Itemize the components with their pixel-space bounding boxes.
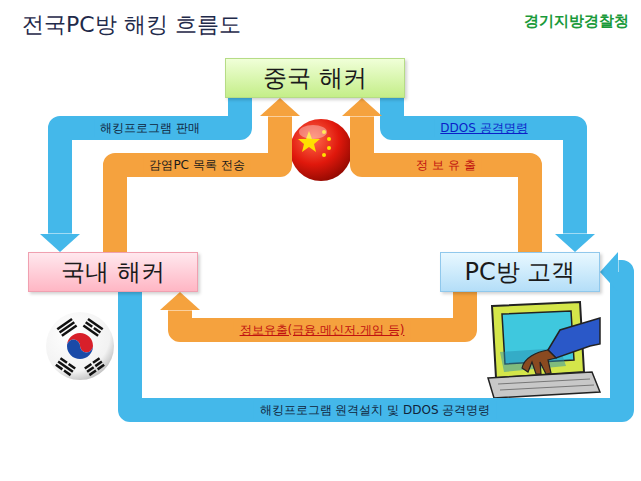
actor-name: 국내 해커 (61, 256, 165, 288)
arrow-band (130, 272, 622, 410)
actor-box: PC방 고객 (440, 252, 600, 292)
flow-arrow (130, 252, 622, 410)
korea-flag-ball (46, 312, 114, 380)
arrow-head (342, 98, 382, 116)
diagram-title: 전국PC방 해킹 흐름도 (22, 10, 241, 40)
arrow-label: 해킹프로그램 원격설치 및 DDOS 공격명령 (254, 401, 497, 419)
arrow-head (555, 234, 595, 252)
actor-box: 중국 해커 (225, 58, 405, 98)
arrow-head (160, 292, 200, 310)
arrow-head (40, 234, 80, 252)
arrow-label: DDOS 공격명령 (434, 119, 533, 137)
arrow-head (600, 252, 618, 292)
actor-box: 국내 해커 (28, 252, 198, 292)
actor-name: 중국 해커 (263, 62, 367, 94)
arrow-label: 정보유출(금융.메신저.게임 등) (234, 321, 411, 339)
arrow-head (260, 98, 300, 116)
china-flag-ball (290, 119, 352, 181)
computer-user-clipart (488, 302, 600, 398)
arrow-label: 감염PC 목록 전송 (143, 156, 250, 174)
arrow-label: 해킹프로그램 판매 (94, 119, 206, 137)
arrow-label: 정 보 유 출 (410, 156, 481, 174)
actor-name: PC방 고객 (465, 256, 576, 288)
agency-label: 경기지방경찰청 (524, 12, 629, 31)
